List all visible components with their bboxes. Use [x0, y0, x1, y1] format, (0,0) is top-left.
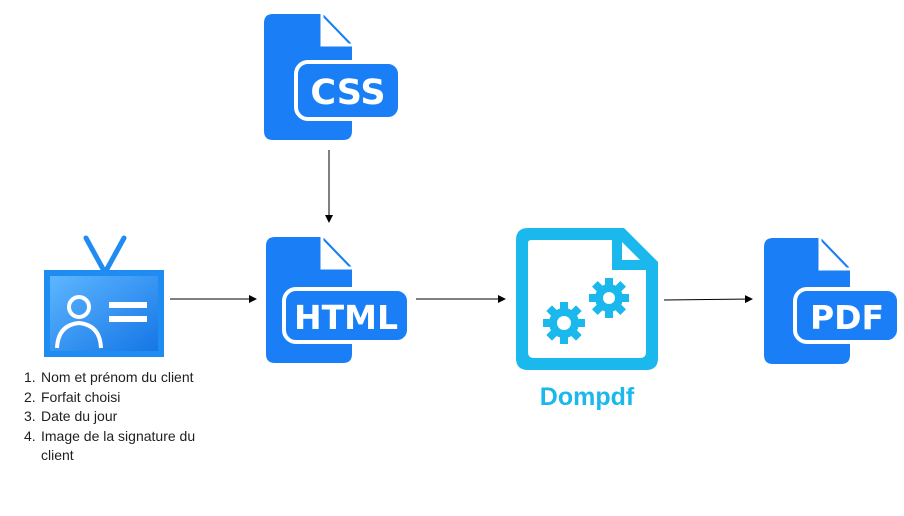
dompdf-label: Dompdf	[540, 383, 635, 411]
list-item: 4. Image de la signature du client	[24, 427, 214, 466]
list-item-number: 3.	[24, 408, 36, 424]
list-item-number: 4.	[24, 427, 36, 444]
arrow-dompdf-to-pdf	[663, 295, 753, 304]
list-item: 3. Date du jour	[24, 407, 214, 427]
list-item: 2. Forfait choisi	[24, 388, 214, 408]
html-file-icon: HTML	[266, 237, 411, 363]
css-file-icon: CSS	[264, 14, 402, 140]
css-label: CSS	[310, 73, 385, 113]
list-item-number: 1.	[24, 369, 36, 385]
list-item: 1. Nom et prénom du client	[24, 368, 214, 388]
small-gear-icon	[589, 278, 629, 318]
list-item-text: Image de la signature du client	[41, 427, 196, 464]
list-item-text: Forfait choisi	[41, 388, 121, 405]
id-card-icon	[44, 235, 164, 357]
client-fields-list: 1. Nom et prénom du client 2. Forfait ch…	[24, 368, 214, 466]
pdf-label: PDF	[810, 298, 884, 337]
list-item-number: 2.	[24, 388, 36, 405]
gears-document-icon	[516, 228, 658, 370]
pdf-file-icon: PDF	[764, 238, 901, 364]
list-item-text: Date du jour	[41, 408, 118, 424]
list-item-text: Nom et prénom du client	[41, 369, 194, 385]
large-gear-icon	[543, 302, 585, 344]
html-label: HTML	[294, 298, 398, 337]
